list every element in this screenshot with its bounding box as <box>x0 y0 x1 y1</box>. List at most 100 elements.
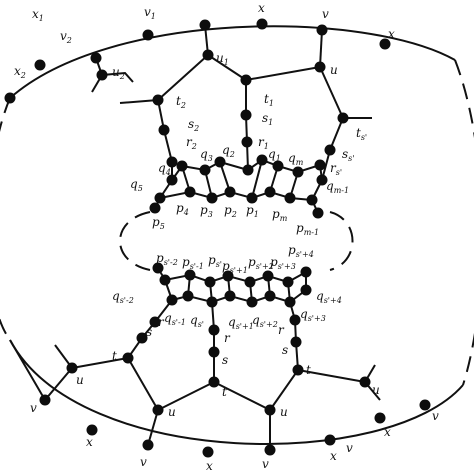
vertex-35 <box>292 166 304 178</box>
vertex-8 <box>39 394 51 406</box>
label-q1: q1 <box>268 147 281 163</box>
label-ps0: ps' <box>208 253 222 269</box>
label-s-lower-left: s <box>146 325 152 339</box>
label-qs1: qs'+1 <box>228 315 254 331</box>
inner-hole-right <box>329 211 354 271</box>
edge-10 <box>157 99 173 180</box>
vertex-31 <box>214 156 226 168</box>
vertex-22 <box>158 124 170 136</box>
vertex-23 <box>241 136 253 148</box>
vertex-37 <box>154 192 166 204</box>
vertex-75 <box>264 404 276 416</box>
vertex-45 <box>149 202 161 214</box>
vertex-32 <box>242 164 254 176</box>
vertex-7 <box>4 92 16 104</box>
vertex-74 <box>152 404 164 416</box>
vertex-15 <box>419 399 431 411</box>
label-t2: t2 <box>176 94 186 110</box>
label-rs: rs' <box>330 161 342 177</box>
label-p5: p5 <box>152 215 165 231</box>
vertex-60 <box>246 296 258 308</box>
vertex-47 <box>152 262 164 274</box>
vertex-11 <box>202 446 214 458</box>
vertex-69 <box>208 376 220 388</box>
label-ps4: ps'+4 <box>288 243 314 259</box>
edge-19 <box>251 159 263 199</box>
label-qs3: qs'+3 <box>300 307 326 323</box>
label-s1: s1 <box>262 111 273 127</box>
vertex-10 <box>142 439 154 451</box>
edge-6 <box>245 66 321 81</box>
vertex-19 <box>152 94 164 106</box>
label-p3: p3 <box>200 203 213 219</box>
label-r1: r1 <box>258 135 269 151</box>
label-pm: pm <box>272 207 288 223</box>
label-u2: u2 <box>112 65 125 81</box>
label-v-bm2: v <box>346 441 353 455</box>
vertex-52 <box>244 276 256 288</box>
label-x-right: x <box>384 425 391 439</box>
edge-37 <box>269 369 299 411</box>
edge-3 <box>157 54 209 101</box>
vertex-68 <box>208 346 220 358</box>
label-q2: q2 <box>222 143 235 159</box>
label-x-bm2: x <box>330 449 337 463</box>
edge-24 <box>164 272 307 304</box>
vertex-17 <box>202 49 214 61</box>
edge-38 <box>297 369 366 383</box>
vertex-46 <box>312 207 324 219</box>
label-qs4: qs'+4 <box>316 289 342 305</box>
vertex-40 <box>224 186 236 198</box>
vertex-25 <box>324 144 336 156</box>
vertex-30 <box>199 164 211 176</box>
vertex-63 <box>300 284 312 296</box>
vertex-4 <box>256 18 268 30</box>
label-qs0: qs' <box>190 313 204 329</box>
vertex-58 <box>206 296 218 308</box>
edge-7 <box>319 66 344 119</box>
outer-boundary-arc-bottom <box>9 339 464 445</box>
label-t-bm: t <box>222 385 227 399</box>
label-r-lower-mid: r <box>224 331 231 345</box>
vertex-41 <box>246 192 258 204</box>
vertex-6 <box>379 38 391 50</box>
vertex-2 <box>142 29 154 41</box>
vertex-51 <box>222 270 234 282</box>
vertex-48 <box>159 274 171 286</box>
vertex-18 <box>314 61 326 73</box>
outer-boundary-arc-top <box>9 25 456 99</box>
label-qm1: qm-1 <box>326 179 349 195</box>
vertex-24 <box>337 112 349 124</box>
label-q3: q3 <box>200 147 213 163</box>
edge-40 <box>9 339 73 402</box>
label-v1: v1 <box>144 5 156 21</box>
vertex-0 <box>34 59 46 71</box>
label-ts: ts' <box>356 126 367 142</box>
edge-33 <box>211 301 215 382</box>
label-v-top: v <box>322 7 329 21</box>
outer-boundary-dashed-left <box>0 97 11 341</box>
label-u-br: u <box>372 383 380 397</box>
vertex-53 <box>262 270 274 282</box>
vertex-49 <box>184 269 196 281</box>
label-u-bm2: u <box>280 405 288 419</box>
vertex-20 <box>240 74 252 86</box>
label-v-right: v <box>432 409 439 423</box>
label-v-left: v <box>30 401 37 415</box>
label-q4: q4 <box>158 161 171 177</box>
edge-31 <box>71 299 173 369</box>
vertex-1 <box>90 52 102 64</box>
vertex-13 <box>324 434 336 446</box>
edge-5 <box>319 29 323 68</box>
label-p4: p4 <box>176 201 189 217</box>
vertex-73 <box>66 362 78 374</box>
vertex-71 <box>290 336 302 348</box>
edge-4 <box>207 54 247 81</box>
label-x-topright: x <box>388 27 395 41</box>
upper-edges <box>91 24 372 201</box>
vertex-28 <box>166 174 178 186</box>
label-qs-2: qs'-2 <box>112 289 134 305</box>
vertex-14 <box>374 412 386 424</box>
